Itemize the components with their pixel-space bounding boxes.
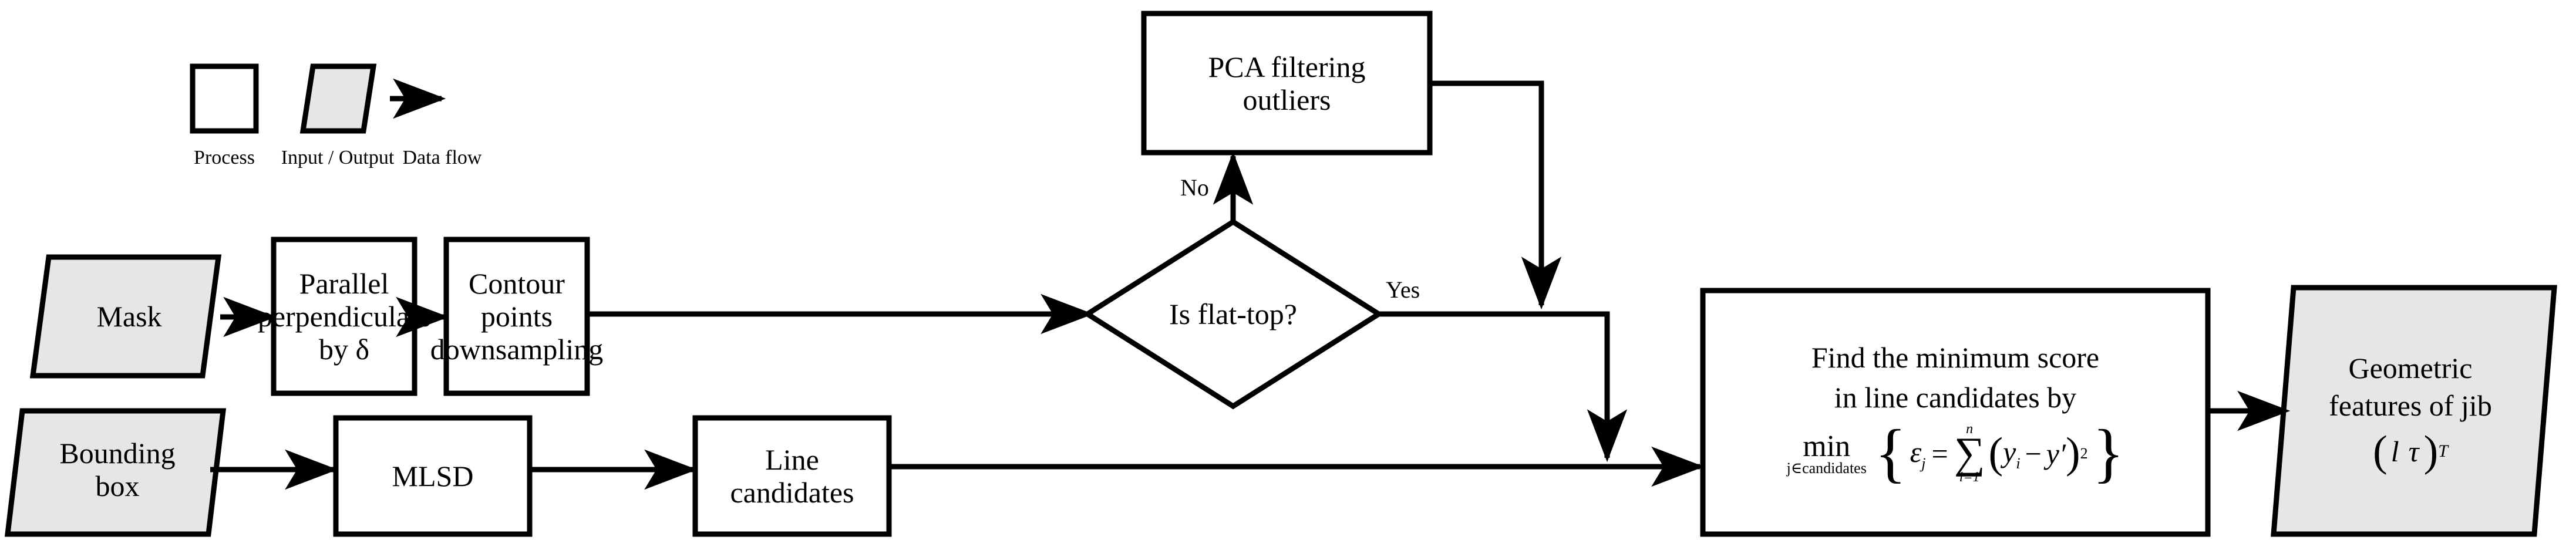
node-shape-mlsd[interactable] [333,415,533,537]
node-label-bounding-box: Bounding box [59,437,176,502]
node-shape-bounding-box[interactable] [4,408,227,537]
vector-component-l: l [2390,435,2399,468]
node-label-line-candidates: Line candidates [730,443,854,509]
formula-close-paren: ) [2065,429,2080,477]
formula-min-label: min [1803,429,1851,463]
node-label-contour-downsampling: Contour points downsampling [430,267,604,366]
node-shape-pca-filtering[interactable] [1141,11,1433,156]
formula-sum-symbol: ∑ [1954,428,1985,477]
formula-term-y-prime: y′ [2046,437,2066,470]
node-content-min-score: Find the minimum score in line candidate… [1703,291,2208,534]
formula-term-y-i: yi [2003,435,2021,472]
formula-min-operator: min j∈candidates [1787,431,1867,476]
node-label-pca-filtering: PCA filtering outliers [1208,50,1366,116]
node-shape-min-score[interactable] [1700,288,2211,537]
vector-transpose-superscript: T [2438,441,2448,461]
legend-label-process: Process [194,147,255,168]
node-content-geometric-features: Geometric features of jib ( l τ ) T [2278,288,2543,534]
legend-label-io: Input / Output [281,147,395,168]
formula-close-brace: } [2092,416,2124,490]
geometric-features-vector: ( l τ ) T [2373,427,2448,475]
formula-summation: n ∑ i=1 [1954,421,1985,485]
formula-equals: = [1931,437,1948,470]
edge-pca-to-merge [1430,80,1562,310]
node-label-mlsd: MLSD [392,460,474,492]
formula-sum-lower: i=1 [1959,470,1980,485]
formula-open-paren: ( [1988,429,2003,477]
formula-exponent: 2 [2080,444,2088,462]
formula-minus: − [2025,437,2042,470]
formula-term-y-i-subscript: i [2016,454,2021,472]
formula-min-subscript: j∈candidates [1786,459,1867,477]
vector-component-tau: τ [2408,435,2419,468]
min-score-line2: in line candidates by [1834,381,2077,414]
node-label-parallel-perpendiculars: Parallel perpendiculars by δ [257,267,431,366]
node-shape-mask[interactable] [29,254,222,379]
vector-close-paren: ) [2423,427,2439,475]
geometric-features-line2: features of jib [2329,389,2492,422]
node-label-is-flat-top: Is flat-top? [1169,298,1297,330]
geometric-features-line1: Geometric [2348,351,2473,384]
edge-decision-yes-to-minscore [1379,311,1628,463]
min-score-line1: Find the minimum score [1811,341,2100,374]
vector-open-paren: ( [2373,427,2388,475]
node-label-mask: Mask [96,300,162,333]
legend-label-data-flow: Data flow [402,147,482,168]
min-score-formula: min j∈candidates { εj = n ∑ i=1 ( yi − y… [1787,416,2124,490]
node-shape-geometric-features[interactable] [2271,285,2557,537]
formula-open-brace: { [1874,416,1907,490]
formula-epsilon: εj [1910,435,1926,472]
formula-sum-upper: n [1966,421,1974,437]
legend-io-shape [299,63,377,134]
legend-process-shape [190,63,259,134]
formula-epsilon-subscript: j [1921,454,1926,472]
edge-label-yes: Yes [1386,276,1420,303]
edge-label-no: No [1180,174,1209,201]
